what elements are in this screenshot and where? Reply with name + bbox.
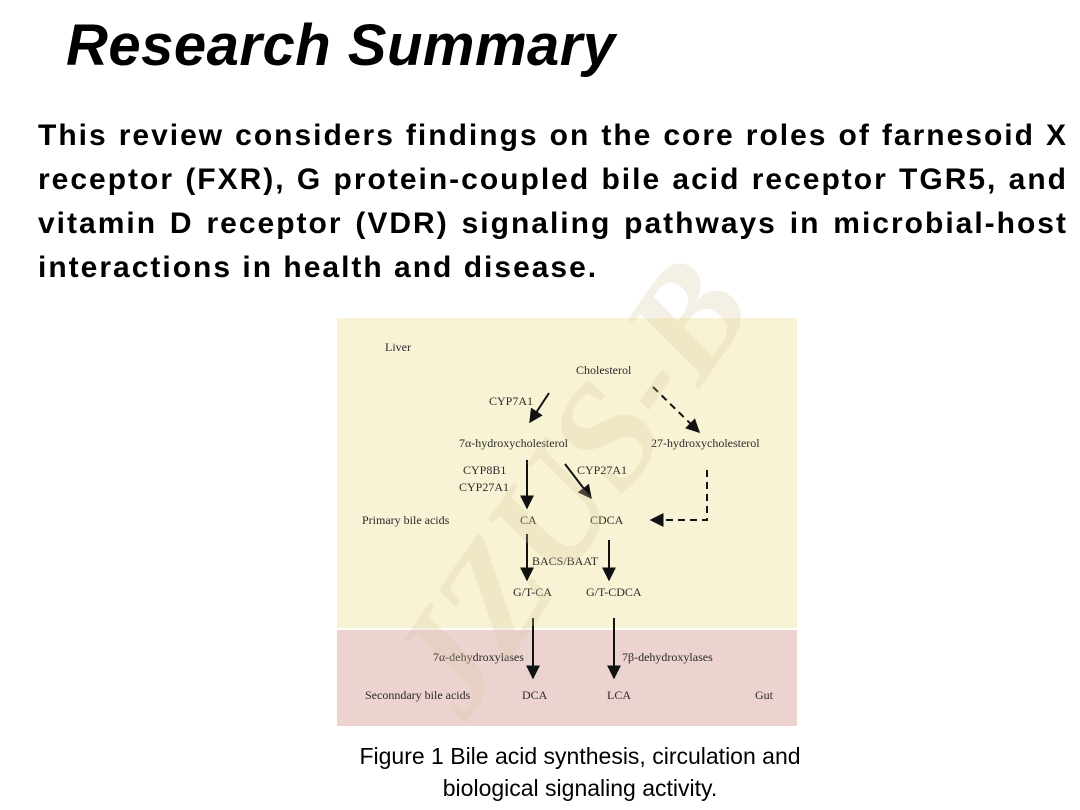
research-summary-text: This review considers findings on the co…	[38, 119, 1068, 284]
arrow-27-to-cdca	[649, 470, 708, 527]
gut-label: Gut	[755, 688, 774, 702]
lca-label: LCA	[607, 688, 631, 702]
caption-line-2: biological signaling activity.	[442, 775, 718, 801]
cyp8b1-label: CYP8B1	[463, 463, 506, 477]
hydroxy7a-label: 7α-hydroxycholesterol	[459, 436, 569, 450]
gt-ca-label: G/T-CA	[513, 585, 552, 599]
liver-region	[337, 318, 797, 628]
arrow-cholesterol-to-7a	[529, 392, 550, 424]
secondary-bile-acids-label: Seconndary bile acids	[365, 688, 471, 702]
dca-label: DCA	[522, 688, 548, 702]
cyp27a1-right-label: CYP27A1	[577, 463, 627, 477]
liver-label: Liver	[385, 340, 411, 354]
bacs-baat-label: BACS/BAAT	[532, 554, 599, 568]
cyp7a1-label: CYP7A1	[489, 394, 533, 408]
gt-cdca-label: G/T-CDCA	[586, 585, 642, 599]
dehydroxylases-7a-label: 7α-dehydroxylases	[433, 650, 524, 664]
cholesterol-label: Cholesterol	[576, 363, 632, 377]
arrow-7a-to-cdca	[564, 463, 592, 500]
slide-title: Research Summary	[66, 13, 616, 78]
primary-bile-acids-label: Primary bile acids	[362, 513, 450, 527]
ca-label: CA	[520, 513, 537, 527]
dehydroxylases-7b-label: 7β-dehydroxylases	[622, 650, 713, 664]
cdca-label: CDCA	[590, 513, 624, 527]
hydroxy27-label: 27-hydroxycholesterol	[651, 436, 760, 450]
gut-region	[337, 630, 797, 726]
caption-line-1: Figure 1 Bile acid synthesis, circulatio…	[359, 743, 801, 769]
arrow-cholesterol-to-27	[652, 386, 701, 433]
bile-acid-figure: Liver Cholesterol CYP7A1 7α-hydroxychole…	[337, 318, 797, 726]
bile-acid-diagram: Liver Cholesterol CYP7A1 7α-hydroxychole…	[337, 318, 797, 726]
cyp27a1-left-label: CYP27A1	[459, 480, 509, 494]
figure-caption: Figure 1 Bile acid synthesis, circulatio…	[260, 740, 900, 804]
